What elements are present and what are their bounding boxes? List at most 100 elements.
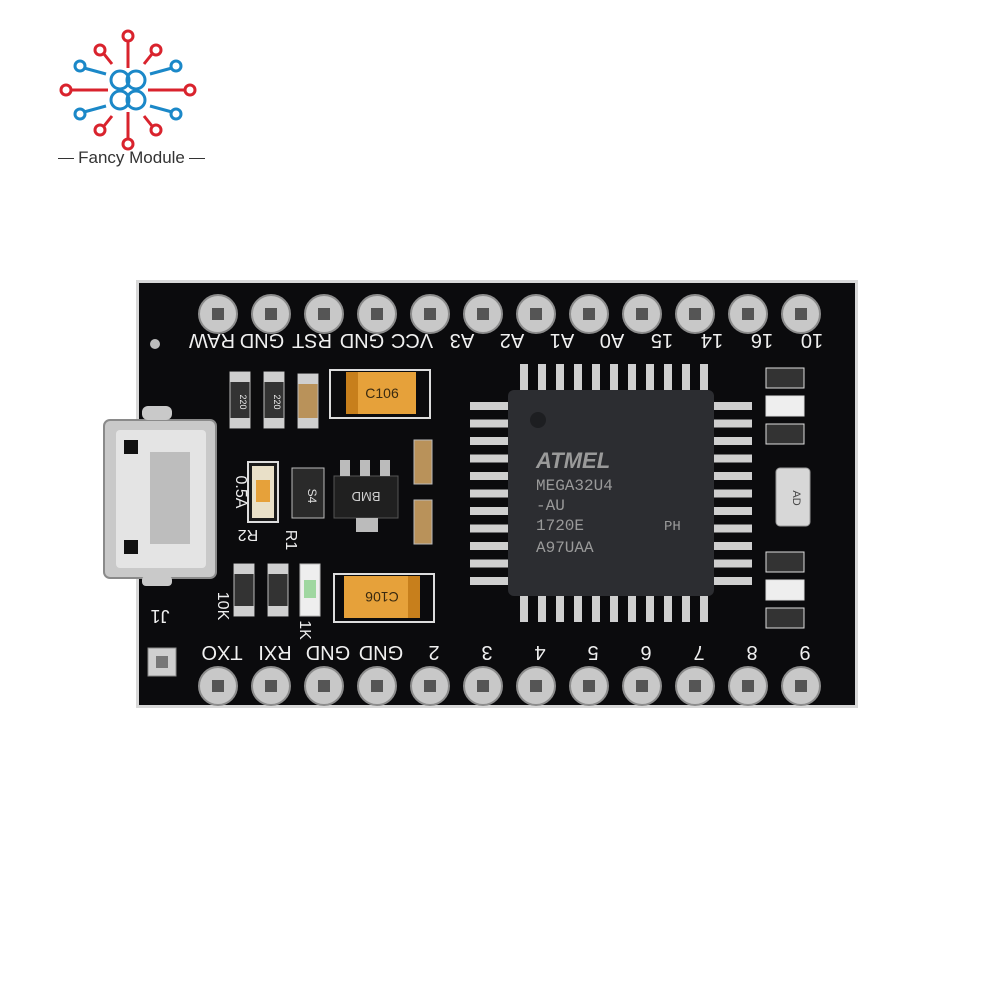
bottom-pin-label: 8: [746, 641, 757, 663]
svg-text:S4: S4: [305, 489, 319, 504]
crystal-resonator: AD: [775, 467, 811, 527]
chip-pin: [470, 419, 508, 428]
brand-line-left: [58, 158, 75, 160]
chip-pin: [646, 364, 654, 390]
top-pin-label: VCC: [391, 329, 433, 351]
chip-pin: [592, 596, 600, 622]
bottom-pin-pad: [516, 666, 556, 706]
top-pin-label: GND: [340, 329, 384, 351]
bottom-pin-label: GND: [359, 641, 403, 663]
label-r2: R2: [238, 526, 259, 543]
svg-text:C106: C106: [365, 589, 399, 605]
tantalum-capacitor-bottom: C106: [333, 573, 435, 623]
bottom-pin-label: 3: [481, 641, 492, 663]
chip-pin: [700, 596, 708, 622]
chip-pin: [700, 364, 708, 390]
chip-line-1: MEGA32U4: [536, 477, 613, 495]
resistor-220-a: 220: [229, 371, 251, 429]
chip-pin: [714, 542, 752, 550]
bottom-pin-pad: [463, 666, 503, 706]
svg-text:C106: C106: [365, 385, 399, 401]
bottom-pin-pad: [251, 666, 291, 706]
bottom-pin-label: GND: [306, 641, 350, 663]
led: [299, 563, 321, 617]
top-pin-pad: [781, 294, 821, 334]
chip-pin: [664, 596, 672, 622]
chip-pin: [610, 596, 618, 622]
chip-pin: [470, 402, 508, 410]
chip-pin: [470, 489, 508, 498]
chip-pin: [682, 596, 690, 622]
label-10k: 10K: [214, 592, 231, 621]
bottom-pin-pad: [675, 666, 715, 706]
label-1k: 1K: [296, 620, 313, 640]
bottom-pin-label: RXI: [258, 641, 291, 663]
chip-pin: [714, 419, 752, 428]
circuit-logo-icon: [59, 29, 197, 151]
micro-usb-port-icon: [103, 406, 217, 586]
bottom-pin-label: 9: [799, 641, 810, 663]
top-pin-label: A2: [500, 329, 524, 351]
chip-pin: [470, 559, 508, 568]
brand-line-right: [188, 158, 205, 160]
bottom-pin-label: 5: [587, 641, 598, 663]
chip-line-4: A97UAA: [536, 539, 594, 557]
fuse: 0.5A: [232, 461, 279, 523]
chip-pin: [470, 437, 508, 445]
svg-text:AD: AD: [790, 490, 802, 505]
chip-pin: [714, 437, 752, 445]
brand-name: Fancy Module: [44, 148, 219, 168]
top-pin-label: 16: [751, 329, 773, 351]
label-r1: R1: [282, 530, 299, 551]
bottom-pin-label: 6: [640, 641, 651, 663]
top-pin-label: 15: [651, 329, 673, 351]
bottom-pin-pad: [728, 666, 768, 706]
chip-pin: [520, 364, 528, 390]
bottom-pin-label: 4: [534, 641, 545, 663]
top-pin-pad: [516, 294, 556, 334]
chip-logo: ATMEL: [535, 448, 610, 473]
chip-pin: [610, 364, 618, 390]
brand-logo: [40, 28, 220, 188]
atmega32u4-chip: ATMEL MEGA32U4 -AU 1720E A97UAA PH: [470, 364, 752, 622]
chip-pin: [628, 596, 636, 622]
top-pin-pad: [251, 294, 291, 334]
resistor-r2-10k: [233, 563, 255, 617]
top-pin-label: A0: [600, 329, 624, 351]
tantalum-capacitor-top: C106: [329, 369, 431, 419]
chip-pin: [520, 596, 528, 622]
top-pin-pad: [357, 294, 397, 334]
label-j1: J1: [150, 606, 169, 626]
chip-pin: [628, 364, 636, 390]
top-pin-pad: [463, 294, 503, 334]
diode-s4: S4: [291, 467, 325, 519]
chip-pin: [592, 364, 600, 390]
chip-pin: [682, 364, 690, 390]
top-pin-pad: [728, 294, 768, 334]
bottom-pin-pad: [569, 666, 609, 706]
chip-pin: [714, 489, 752, 498]
voltage-regulator-bmd: BMD: [333, 460, 399, 532]
chip-pin: [470, 454, 508, 463]
chip-pin: [664, 364, 672, 390]
chip-pin: [714, 454, 752, 463]
chip-pin: [574, 364, 582, 390]
chip-pin: [574, 596, 582, 622]
top-pin-pad: [198, 294, 238, 334]
chip-pin: [556, 364, 564, 390]
top-pin-pad: [675, 294, 715, 334]
chip-pin: [470, 472, 508, 480]
chip-suffix: PH: [664, 519, 681, 535]
bottom-pin-pad: [781, 666, 821, 706]
top-pin-label: 10: [801, 329, 823, 351]
chip-pin: [470, 507, 508, 515]
chip-pin: [714, 402, 752, 410]
top-pin-label: A1: [550, 329, 574, 351]
svg-text:BMD: BMD: [352, 489, 381, 504]
chip-pin: [714, 524, 752, 533]
chip-pin: [470, 542, 508, 550]
top-pin-pad: [622, 294, 662, 334]
